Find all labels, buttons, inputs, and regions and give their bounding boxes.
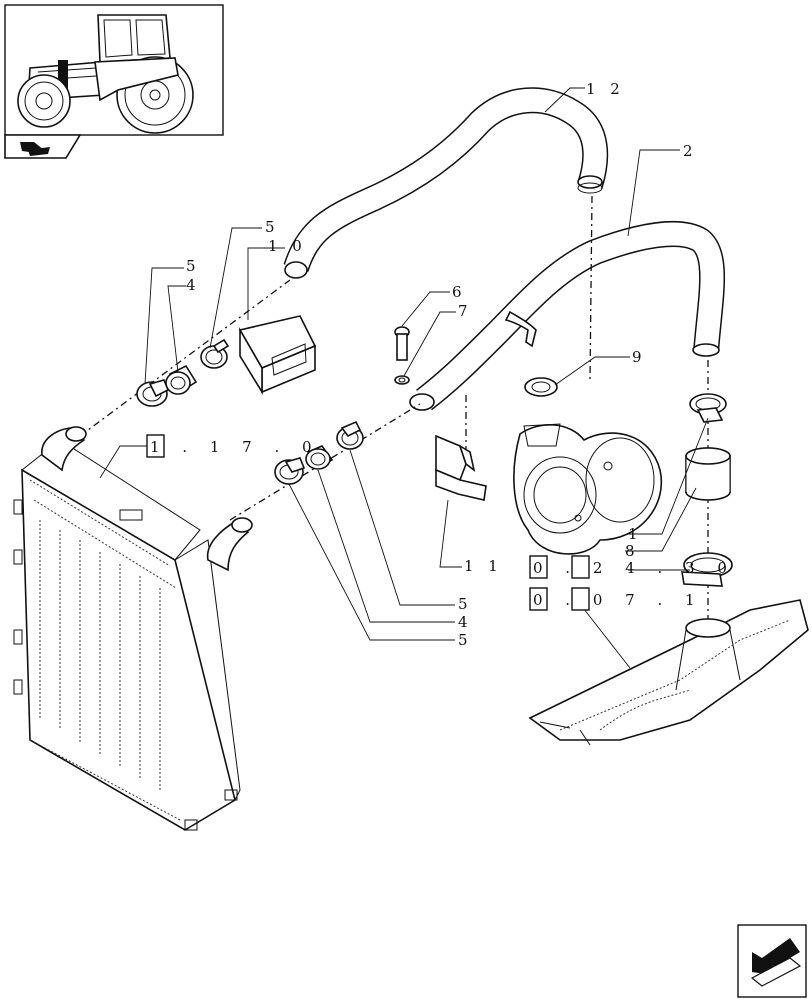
callout-6: 6: [452, 283, 467, 301]
clamp-5-mid: [136, 379, 170, 407]
leader-lines: [99, 87, 709, 669]
clamp-5-lower: [274, 457, 306, 485]
callout-7: 7: [458, 302, 473, 320]
callout-8: 8: [625, 542, 640, 560]
svg-text:1 . 1 7 . 0: 1 . 1 7 . 0: [150, 438, 321, 456]
sleeve-8: [685, 447, 731, 501]
callout-5-d: 5: [458, 631, 473, 649]
reference-0-24-30[interactable]: 0 . 2 4 . 3 0: [529, 555, 736, 579]
hose-12: [283, 87, 609, 279]
bolt-6: [394, 326, 410, 361]
turbocharger: [513, 423, 663, 555]
tractor-icon: [17, 14, 194, 134]
svg-text:0 . 2 4 . 3 0: 0 . 2 4 . 3 0: [533, 559, 736, 577]
next-page-button[interactable]: [737, 924, 807, 998]
callout-11: 1 1: [464, 557, 503, 575]
hose-2: [409, 221, 725, 411]
clamp-5-right: [336, 420, 364, 450]
callout-5-c: 5: [458, 595, 473, 613]
callout-4-a: 4: [186, 276, 201, 294]
sleeve-4-lower: [305, 445, 334, 470]
callout-5-b: 5: [186, 257, 201, 275]
callout-2: 2: [683, 142, 698, 160]
seal-9: [524, 377, 558, 397]
clamp-5-upper: [200, 338, 230, 369]
svg-text:0 . 0 7 . 1: 0 . 0 7 . 1: [533, 591, 704, 609]
bracket-11: [435, 434, 487, 501]
sleeve-4-upper: [165, 364, 198, 395]
callout-1: 1: [628, 525, 643, 543]
next-page-arrow-icon: [752, 938, 800, 976]
clamp-1: [689, 393, 727, 423]
intake-manifold: [528, 599, 809, 746]
thumbnail-panel: [4, 4, 224, 159]
clamp-3: [681, 552, 733, 587]
bracket-10: [238, 315, 317, 395]
reference-1-17-0[interactable]: 1 . 1 7 . 0: [146, 434, 321, 458]
section-tab: [4, 134, 82, 159]
callout-5-a: 5: [265, 218, 280, 236]
callout-10: 1 0: [268, 237, 307, 255]
section-arrow-icon: [20, 142, 50, 156]
callout-4-b: 4: [458, 613, 473, 631]
washer-7: [394, 375, 410, 385]
callout-labels: 1 2 2 5 1 0 5 4 6 7 9 1 8 1 1 5 4 5: [186, 80, 698, 649]
callout-12: 1 2: [586, 80, 625, 98]
reference-0-07-1[interactable]: 0 . 0 7 . 1: [529, 587, 704, 611]
callout-9: 9: [632, 348, 647, 366]
intercooler: [13, 426, 253, 831]
